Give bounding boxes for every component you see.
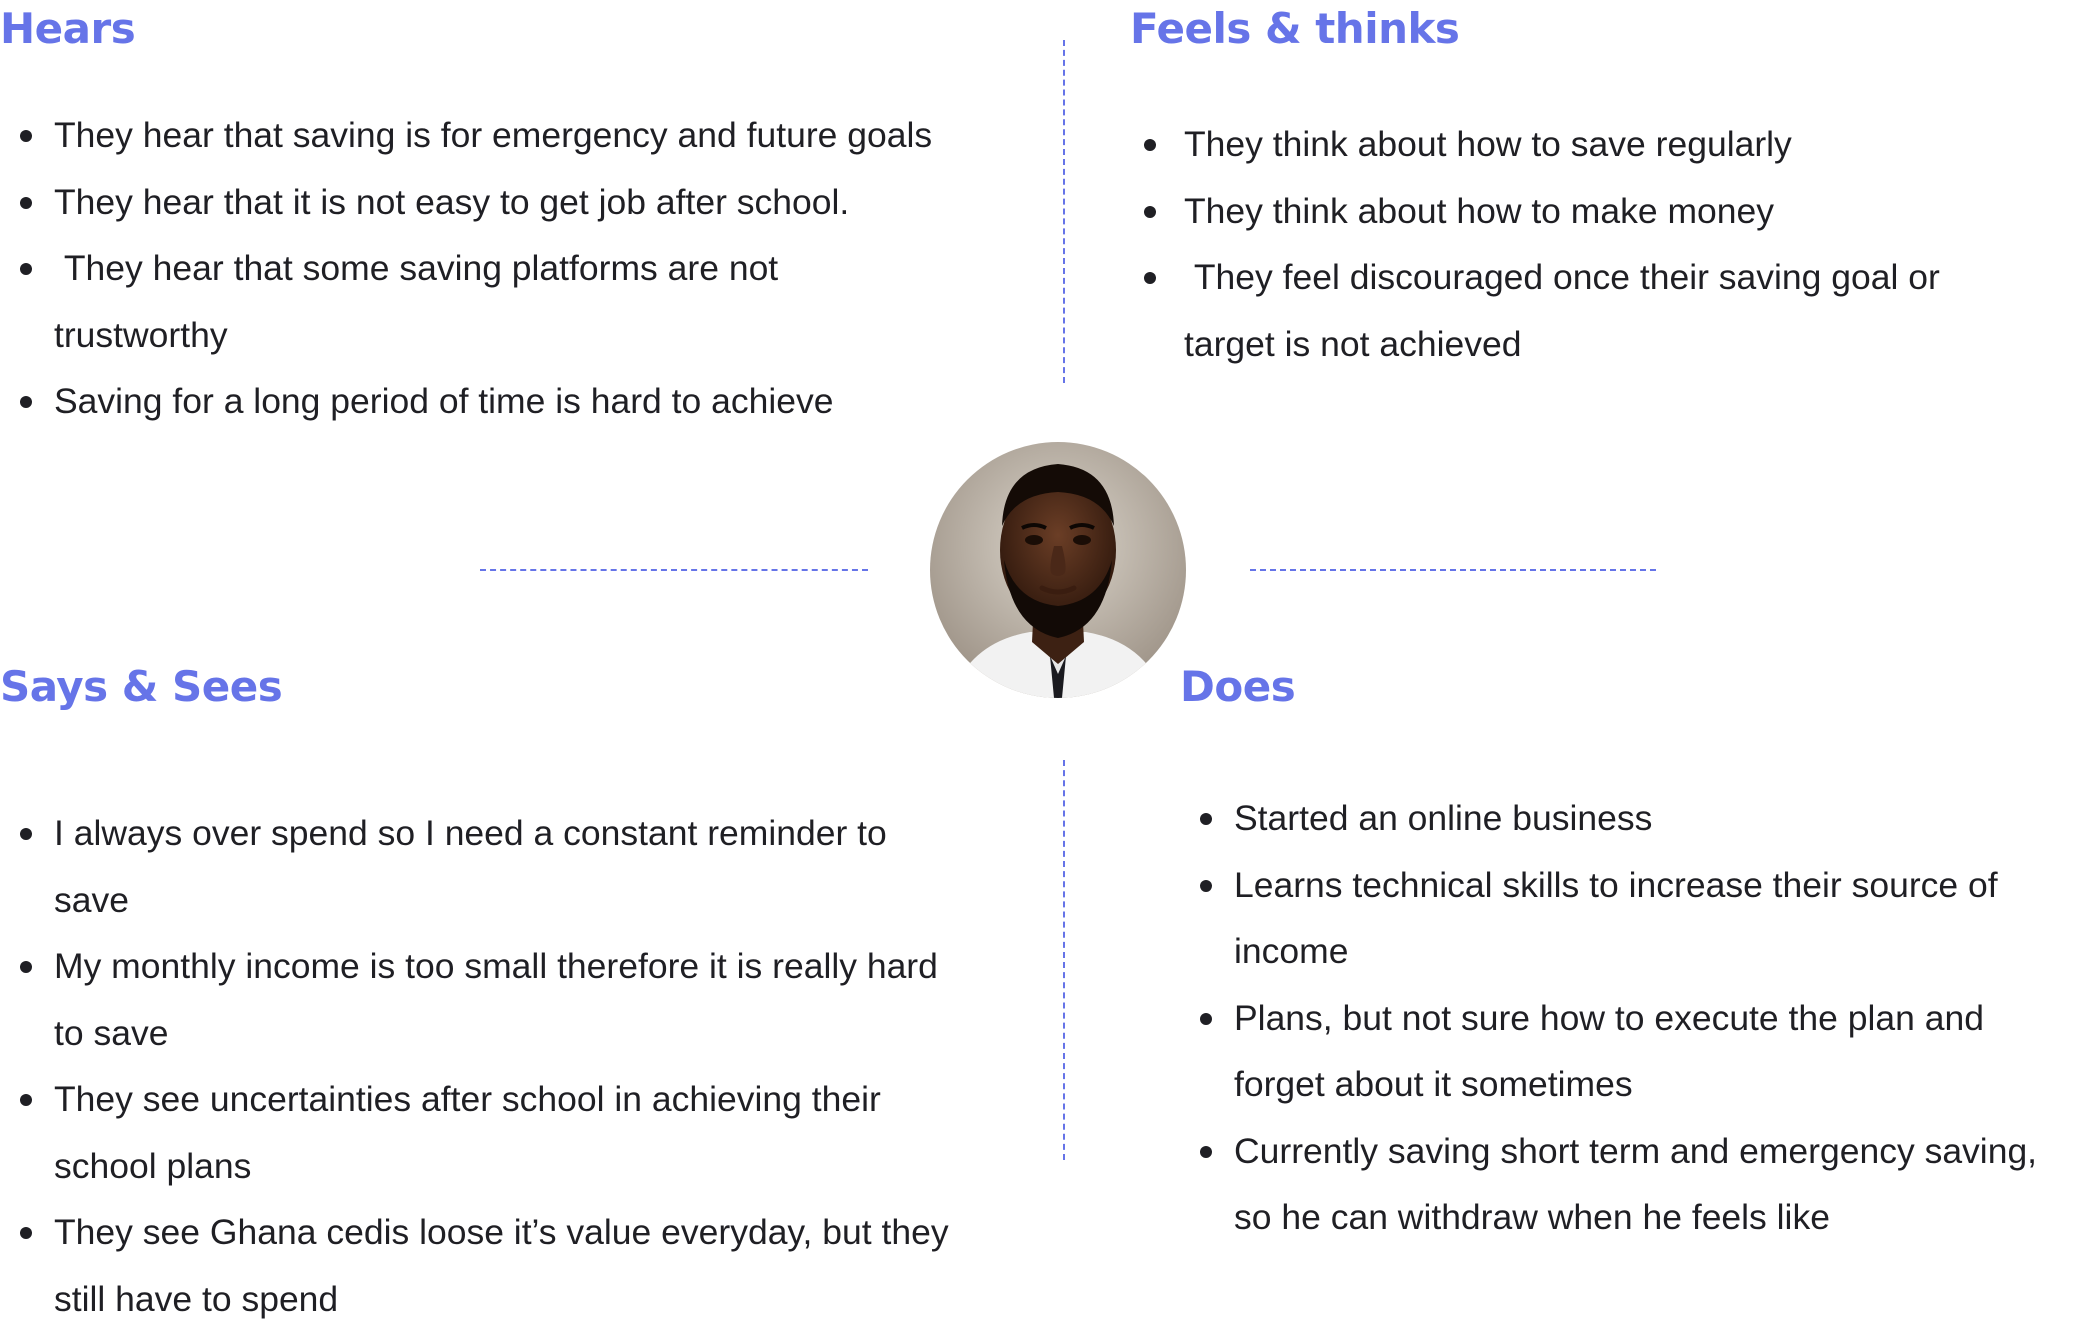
- says-sees-heading: Says & Sees: [0, 662, 283, 711]
- bottom-vertical-divider: [1063, 760, 1065, 1160]
- says-sees-item: They see Ghana cedis loose it’s value ev…: [0, 1199, 954, 1332]
- right-horizontal-divider: [1250, 569, 1656, 571]
- person-portrait-icon: [930, 442, 1186, 698]
- top-vertical-divider: [1063, 40, 1065, 383]
- left-horizontal-divider: [480, 569, 868, 571]
- feels-thinks-list: They think about how to save regularly T…: [1124, 111, 2004, 377]
- does-item: Started an online business: [1180, 785, 2075, 852]
- says-sees-item: They see uncertainties after school in a…: [0, 1066, 904, 1199]
- hears-section: Hears They hear that saving is for emerg…: [0, 8, 1000, 435]
- does-item: Plans, but not sure how to execute the p…: [1180, 985, 2074, 1118]
- says-sees-section: Says & Sees I always over spend so I nee…: [0, 666, 1000, 1332]
- feels-thinks-item: They feel discouraged once their saving …: [1124, 244, 1944, 377]
- does-item: Currently saving short term and emergenc…: [1180, 1118, 2075, 1251]
- feels-thinks-item: They think about how to make money: [1124, 178, 2004, 245]
- hears-item: Saving for a long period of time is hard…: [0, 368, 960, 435]
- hears-item: They hear that saving is for emergency a…: [0, 102, 960, 169]
- says-sees-list: I always over spend so I need a constant…: [0, 800, 950, 1332]
- does-section: Does Started an online business Learns t…: [1180, 666, 2075, 1251]
- hears-heading: Hears: [0, 4, 136, 53]
- does-list: Started an online business Learns techni…: [1180, 785, 2075, 1251]
- says-sees-item: I always over spend so I need a constant…: [0, 800, 904, 933]
- does-heading: Does: [1180, 662, 1296, 711]
- hears-item: They hear that some saving platforms are…: [0, 235, 814, 368]
- says-sees-item: My monthly income is too small therefore…: [0, 933, 954, 1066]
- feels-thinks-section: Feels & thinks They think about how to s…: [1130, 8, 2070, 377]
- hears-item: They hear that it is not easy to get job…: [0, 169, 960, 236]
- does-item: Learns technical skills to increase thei…: [1180, 852, 2064, 985]
- hears-list: They hear that saving is for emergency a…: [0, 102, 960, 435]
- feels-thinks-item: They think about how to save regularly: [1124, 111, 2004, 178]
- feels-thinks-heading: Feels & thinks: [1130, 4, 1460, 53]
